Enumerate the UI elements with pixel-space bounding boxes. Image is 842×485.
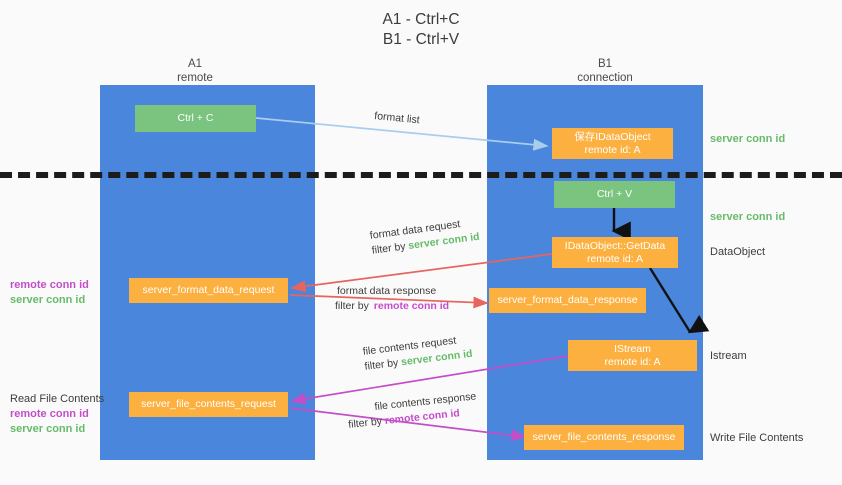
left-label-read-file-contents: Read File Contents	[10, 393, 105, 405]
node-ctrl-v[interactable]: Ctrl + V	[554, 181, 675, 208]
left-label-server-conn-id-1: server conn id	[10, 294, 86, 306]
left-label-server-conn-id-2: server conn id	[10, 423, 86, 435]
node-ctrl-c[interactable]: Ctrl + C	[135, 105, 256, 132]
divider-dashed-line	[0, 172, 842, 178]
edge-label-format-data-response-prefix: filter by	[335, 300, 372, 312]
edge-label-file-contents-response-prefix: filter by	[347, 415, 386, 431]
right-label-server-conn-id-top: server conn id	[710, 133, 786, 145]
column-header-b1: B1 connection	[577, 58, 633, 84]
node-server-file-contents-response[interactable]: server_file_contents_response	[524, 425, 684, 450]
edge-label-format-data-response-key: remote conn id	[373, 300, 450, 312]
left-label-remote-conn-id-2: remote conn id	[10, 408, 89, 420]
page-title: A1 - Ctrl+C B1 - Ctrl+V	[382, 11, 460, 48]
node-server-format-data-response[interactable]: server_format_data_response	[489, 288, 646, 313]
edge-label-file-contents-response-line1: file contents response	[373, 390, 477, 414]
node-server-format-data-request[interactable]: server_format_data_request	[129, 278, 288, 303]
right-label-dataobject: DataObject	[710, 246, 766, 258]
edge-label-file-contents-request: file contents request filter by server c…	[362, 332, 473, 375]
edge-label-file-contents-response: file contents response filter by remote …	[346, 390, 477, 433]
left-label-remote-conn-id-1: remote conn id	[10, 279, 89, 291]
column-header-a1: A1 remote	[177, 58, 213, 84]
edge-label-format-data-response: format data response filter by remote co…	[335, 284, 450, 314]
node-set-idataobject[interactable]: 保存IDataObject remote id: A	[552, 128, 673, 159]
edge-label-format-data-request: format data request filter by server con…	[369, 215, 481, 259]
right-label-istream: Istream	[710, 350, 747, 362]
edge-label-format-list: format list	[373, 109, 421, 127]
left-label-conn-ids-file: Read File Contents remote conn id server…	[10, 392, 104, 437]
right-label-server-conn-id-mid: server conn id	[710, 211, 786, 223]
edge-label-file-contents-request-prefix: filter by	[363, 356, 402, 373]
edge-label-format-data-response-line1: format data response	[337, 285, 437, 297]
right-label-write-file-contents: Write File Contents	[710, 432, 804, 444]
node-istream[interactable]: IStream remote id: A	[568, 340, 697, 371]
node-server-file-contents-request[interactable]: server_file_contents_request	[129, 392, 288, 417]
node-idataobject-getdata[interactable]: IDataObject::GetData remote id: A	[552, 237, 678, 268]
edge-label-format-data-request-prefix: filter by	[371, 240, 410, 257]
left-label-conn-ids-format: remote conn id server conn id	[10, 278, 89, 308]
